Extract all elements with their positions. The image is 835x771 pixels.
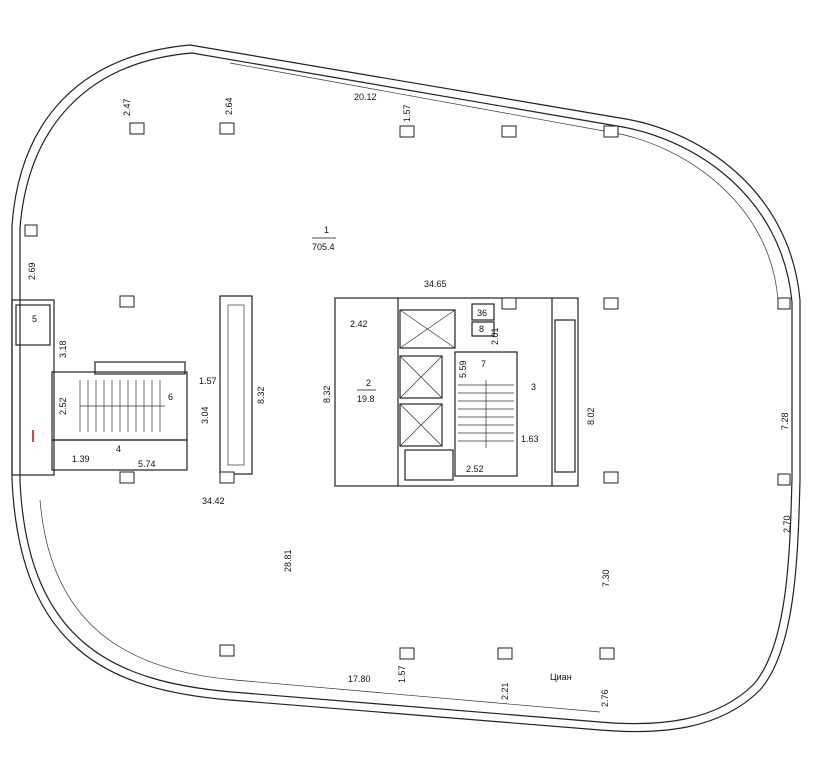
dim-2-01: 2.01 [490,327,500,345]
room-1-number: 1 [324,225,329,235]
watermark-text: Циан [550,672,572,682]
dim-20-12: 20.12 [354,92,377,102]
dim-1-39: 1.39 [72,454,90,464]
room-3-number: 3 [531,382,536,392]
dim-3-04: 3.04 [200,406,210,424]
left-service-block [11,295,253,476]
room-7-number: 7 [481,359,486,369]
dim-8-32-a: 8.32 [256,386,266,404]
dim-17-80: 17.80 [348,674,371,684]
dim-7-28: 7.28 [780,412,790,430]
dim-7-30: 7.30 [601,569,611,587]
dim-2-70: 2.70 [782,515,792,533]
dim-2-64: 2.64 [224,97,234,115]
room-36-number: 36 [477,308,487,318]
room-8-number: 8 [479,324,484,334]
dim-8-32-b: 8.32 [322,385,332,403]
room-1-area: 705.4 [312,242,335,252]
dim-34-65: 34.65 [424,279,447,289]
dim-3-18: 3.18 [58,340,68,358]
dim-5-59: 5.59 [458,360,468,378]
dim-2-42: 2.42 [350,319,368,329]
room-6-number: 6 [168,392,173,402]
room-2-number: 2 [366,378,371,388]
dim-28-81: 28.81 [283,549,293,572]
dim-1-57-top: 1.57 [402,104,412,122]
room-5-number: 5 [32,314,37,324]
dim-2-52-left: 2.52 [58,397,68,415]
room-2-area: 19.8 [357,394,375,404]
central-core [334,297,579,487]
dim-34-42: 34.42 [202,496,225,506]
columns [24,122,791,660]
dim-8-02: 8.02 [586,407,596,425]
dim-5-74: 5.74 [138,459,156,469]
outer-wall [11,44,801,733]
dim-2-47: 2.47 [122,98,132,116]
dim-1-63: 1.63 [521,434,539,444]
dim-1-57-mid: 1.57 [199,376,217,386]
room-4-number: 4 [116,444,121,454]
dim-1-57-bot: 1.57 [397,665,407,683]
dim-2-76: 2.76 [600,689,610,707]
dim-2-69: 2.69 [27,262,37,280]
dim-2-52-core: 2.52 [466,464,484,474]
dim-2-21: 2.21 [500,682,510,700]
